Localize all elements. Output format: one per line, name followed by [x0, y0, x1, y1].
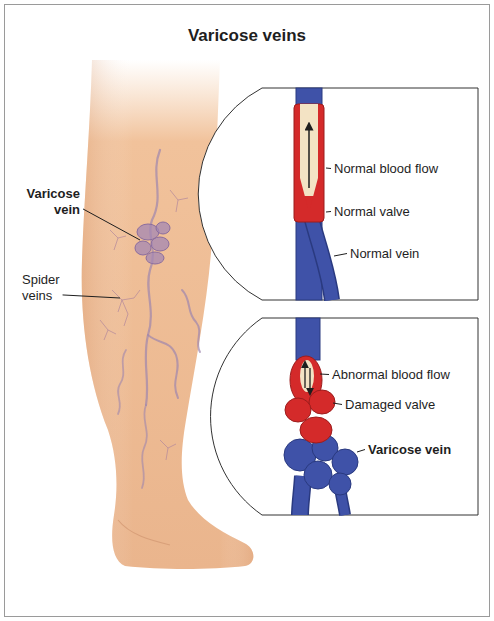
part-label: Varicose vein	[368, 442, 474, 458]
leader-line	[83, 209, 140, 240]
part-label: Normal blood flow	[334, 161, 474, 177]
frame	[5, 5, 490, 617]
part-label: Spider veins	[22, 272, 72, 303]
part-label: Damaged valve	[345, 397, 475, 413]
spider-veins	[100, 190, 188, 460]
part-label: Varicose vein	[18, 186, 80, 217]
diagram-title: Varicose veins	[0, 26, 494, 46]
leader-line	[333, 403, 342, 405]
surface-veins	[118, 150, 200, 488]
normal-vein-inset	[198, 88, 478, 300]
leader-line	[63, 295, 120, 298]
leader-line	[334, 254, 347, 257]
part-label: Abnormal blood flow	[332, 367, 474, 383]
leader-line	[326, 168, 331, 170]
leader-line	[357, 450, 365, 453]
leader-line	[320, 374, 329, 376]
varicose-cluster	[135, 222, 170, 264]
varicose-vein-inset	[211, 318, 478, 515]
part-label: Normal valve	[334, 204, 474, 220]
part-label: Normal vein	[350, 246, 474, 262]
leader-line	[326, 211, 331, 213]
